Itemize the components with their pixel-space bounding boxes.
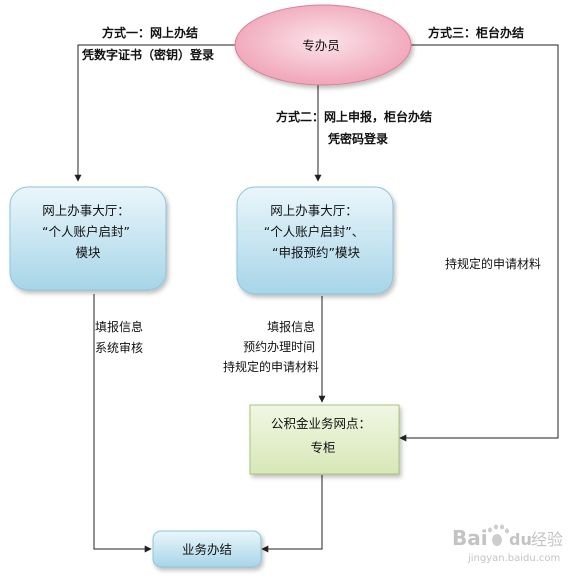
hall-left-line-2: “个人账户启封” <box>42 224 130 239</box>
mid-step-1: 填报信息 <box>267 319 315 334</box>
mid-step-2: 预约办理时间 <box>243 339 315 354</box>
hall-left-line-3: 模块 <box>75 245 101 260</box>
watermark-jingyan: 经验 <box>531 530 563 549</box>
officer-node <box>234 4 412 86</box>
counter-line-2: 专柜 <box>310 440 335 455</box>
edge-counter-to-done <box>261 475 323 553</box>
method-two-line-2: 凭密码登录 <box>327 131 388 146</box>
edge-hall-left-to-done <box>93 294 152 553</box>
right-steps-label: 持规定的申请材料 <box>445 256 541 271</box>
method-three-label: 方式三：柜台办结 <box>428 25 524 40</box>
method-one-line-1: 方式一：网上办结 <box>102 25 198 40</box>
left-step-1: 填报信息 <box>95 319 143 334</box>
watermark-du: du <box>509 530 532 549</box>
left-steps-label: 填报信息 系统审核 <box>95 319 147 355</box>
watermark-bai: Bai <box>452 526 488 550</box>
hall-left-line-1: 网上办事大厅： <box>42 203 130 218</box>
edge-officer-to-counter <box>399 44 559 442</box>
watermark-url: jingyan.baidu.com <box>467 553 560 564</box>
edge-officer-to-hall-left <box>74 44 265 182</box>
counter-node <box>249 404 400 475</box>
counter-line-1: 公积金业务网点： <box>271 416 371 431</box>
method-one-label: 方式一：网上办结 凭数字证书（密钥）登录 <box>81 25 214 62</box>
done-label: 业务办结 <box>182 542 232 557</box>
baidu-watermark: Bai du 经验 jingyan.baidu.com <box>452 524 563 564</box>
hall-mid-line-3: “申报预约”模块 <box>272 245 360 260</box>
mid-steps-label: 填报信息 预约办理时间 持规定的申请材料 <box>223 319 319 374</box>
done-node <box>152 530 262 568</box>
hall-left-node <box>9 186 167 291</box>
paw-icon <box>488 524 509 546</box>
hall-mid-line-2: “个人账户启封”、 <box>264 224 364 239</box>
officer-label: 专办员 <box>302 38 340 53</box>
method-two-label: 方式二：网上申报，柜台办结 凭密码登录 <box>276 109 436 146</box>
mid-step-3: 持规定的申请材料 <box>223 359 319 374</box>
hall-mid-node <box>236 186 394 295</box>
hall-mid-label: 网上办事大厅： “个人账户启封”、 “申报预约”模块 <box>264 203 368 260</box>
hall-left-label: 网上办事大厅： “个人账户启封” 模块 <box>42 203 134 260</box>
method-two-line-1: 方式二：网上申报，柜台办结 <box>276 109 432 124</box>
method-one-line-2: 凭数字证书（密钥）登录 <box>81 47 214 62</box>
hall-mid-line-1: 网上办事大厅： <box>270 203 358 218</box>
left-step-2: 系统审核 <box>95 340 143 355</box>
counter-label: 公积金业务网点： 专柜 <box>271 416 375 455</box>
